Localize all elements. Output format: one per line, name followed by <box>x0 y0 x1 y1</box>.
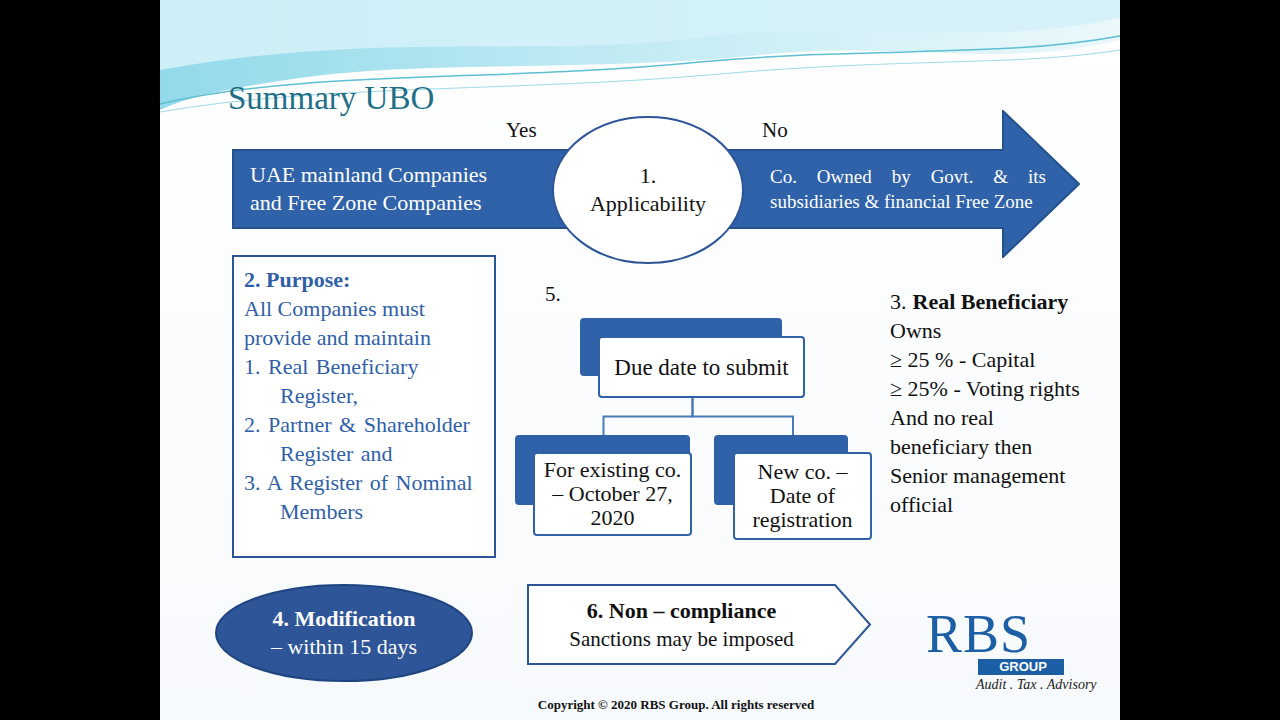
note-heading: Real Beneficiary <box>913 289 1069 314</box>
logo-tagline: Audit . Tax . Advisory <box>976 677 1097 693</box>
org-card: For existing co. – October 27, 2020 <box>533 452 692 536</box>
org-card: Due date to submit <box>598 336 805 398</box>
tree-connector <box>693 398 794 435</box>
list-item: 3. A Register of Nominal Members <box>244 468 486 526</box>
org-box: Due date to submit <box>580 318 805 398</box>
org-text: For existing co. – October 27, 2020 <box>541 458 684 530</box>
branch-label: Yes <box>506 118 537 143</box>
note-line: ≥ 25% - Voting rights <box>890 374 1105 403</box>
beneficiary-note: 3.Real BeneficiaryOwns≥ 25 % - Capital≥ … <box>890 287 1105 519</box>
org-text: New co. – Date of registration <box>741 460 864 532</box>
applicability-ellipse: 1. Applicability <box>551 115 745 265</box>
org-card: New co. – Date of registration <box>733 452 872 540</box>
ellipse-outline <box>551 115 745 265</box>
pentagon-shape <box>528 585 870 664</box>
pentagon-text: Sanctions may be imposed <box>527 625 836 653</box>
tree-connector <box>604 398 693 435</box>
ellipse-heading: 4. Modification <box>273 605 416 633</box>
callout-number: 5. <box>545 282 561 307</box>
list-item: 2. Partner & Shareholder Register and <box>244 410 486 468</box>
branch-label: No <box>762 118 788 143</box>
ellipse-text: – within 15 days <box>271 633 417 661</box>
pentagon-outline <box>527 584 872 665</box>
slide-title: Summary UBO <box>228 80 434 117</box>
note-line: Owns <box>890 316 1105 345</box>
copyright-note: Copyright © 2020 RBS Group. All rights r… <box>538 697 814 713</box>
note-line: And no real beneficiary then Senior mana… <box>890 403 1090 519</box>
org-text: Due date to submit <box>614 355 788 380</box>
callout-number: 3. <box>890 289 907 314</box>
logo-text: RBS <box>926 604 1031 664</box>
ellipse-outline <box>214 583 474 683</box>
ellipse-shape <box>216 585 472 681</box>
org-box: For existing co. – October 27, 2020 <box>515 435 692 536</box>
note-line: ≥ 25 % - Capital <box>890 345 1105 374</box>
purpose-box: 2. Purpose:All Companies must provide an… <box>232 255 496 558</box>
box-heading: 2. Purpose: <box>244 265 486 294</box>
logo-text: GROUP <box>985 659 1061 675</box>
band-text: Co. Owned by Govt. & its subsidiaries & … <box>770 150 1046 228</box>
pentagon-box: 6. Non – complianceSanctions may be impo… <box>527 584 872 665</box>
band-text: UAE mainland Companies and Free Zone Com… <box>250 150 522 228</box>
top-wave <box>160 0 1120 70</box>
modification-ellipse: 4. Modification– within 15 days <box>214 583 474 683</box>
note-heading-row: 3.Real Beneficiary <box>890 287 1105 316</box>
box-body: All Companies must provide and maintain <box>244 294 486 352</box>
ellipse-text: 1. Applicability <box>583 162 713 218</box>
ellipse-shape <box>553 117 743 263</box>
org-box: New co. – Date of registration <box>714 435 872 540</box>
list-item: 1. Real Beneficiary Register, <box>244 352 486 410</box>
pentagon-heading: 6. Non – compliance <box>527 597 836 625</box>
